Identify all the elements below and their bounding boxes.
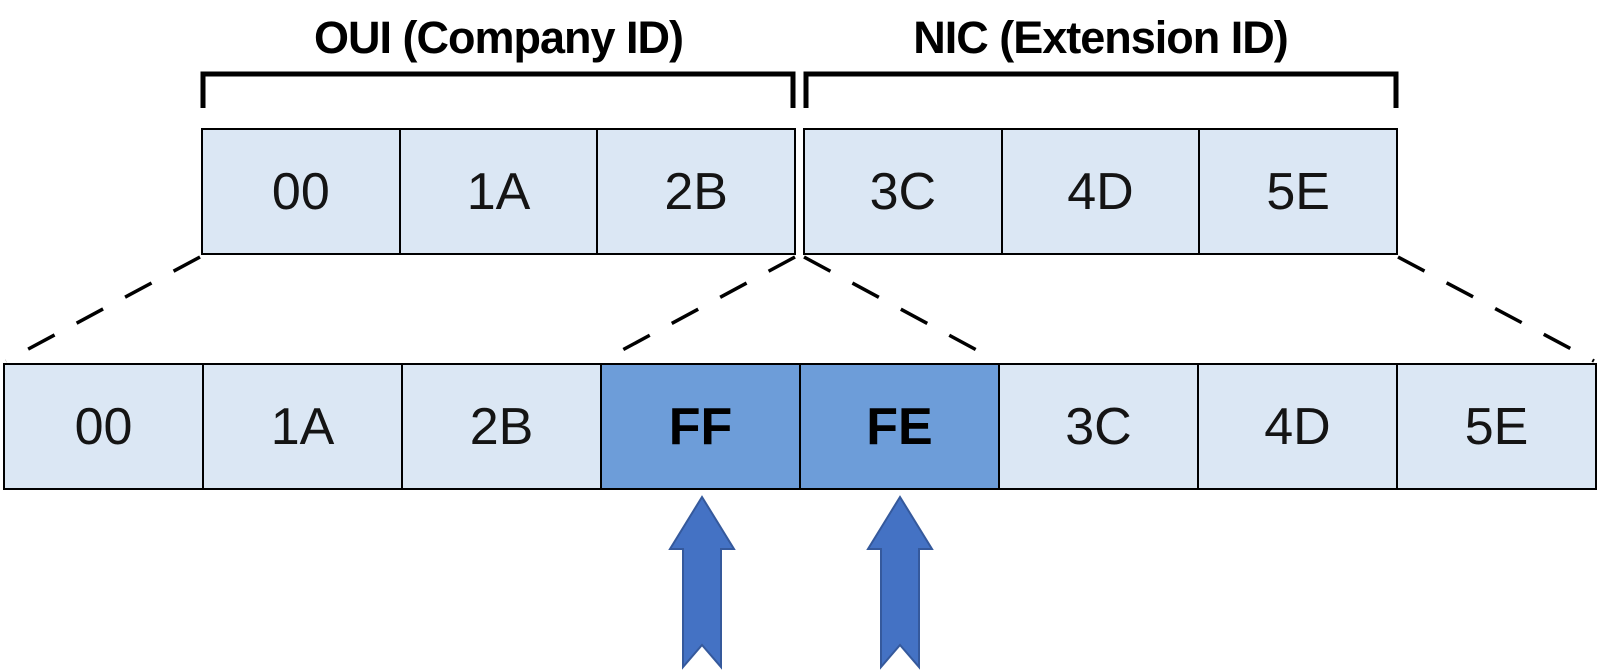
eui64-inserted-fe-cell: FE bbox=[799, 365, 998, 488]
oui-label: OUI (Company ID) bbox=[313, 12, 684, 63]
eui64-byte-cell: 4D bbox=[1197, 365, 1396, 488]
eui64-byte-cell: 00 bbox=[5, 365, 202, 488]
mac-oui-block: 00 1A 2B bbox=[201, 128, 796, 255]
mac-byte-cell: 00 bbox=[203, 130, 399, 253]
mac-byte-cell: 3C bbox=[805, 130, 1001, 253]
mac-byte-cell: 1A bbox=[398, 130, 597, 253]
eui64-byte-cell: 2B bbox=[401, 365, 600, 488]
eui64-block: 00 1A 2B FF FE 3C 4D 5E bbox=[3, 363, 1597, 490]
mac-byte-cell: 4D bbox=[1000, 130, 1199, 253]
eui64-byte-cell: 1A bbox=[202, 365, 401, 488]
eui64-inserted-ff-cell: FF bbox=[600, 365, 799, 488]
mac-nic-block: 3C 4D 5E bbox=[803, 128, 1398, 255]
oui-bracket bbox=[200, 71, 796, 108]
dashed-connector-right-outer bbox=[1397, 255, 1595, 363]
mac-byte-cell: 2B bbox=[596, 130, 795, 253]
eui64-byte-cell: 3C bbox=[998, 365, 1197, 488]
dashed-connector-right-inner bbox=[803, 255, 998, 363]
eui64-byte-cell: 5E bbox=[1396, 365, 1595, 488]
nic-bracket bbox=[803, 71, 1399, 108]
up-arrow-fe-icon bbox=[866, 495, 934, 670]
up-arrow-ff-icon bbox=[668, 495, 736, 670]
dashed-connector-left-inner bbox=[601, 255, 796, 363]
nic-label: NIC (Extension ID) bbox=[913, 12, 1289, 63]
dashed-connector-left-outer bbox=[5, 255, 201, 363]
mac-byte-cell: 5E bbox=[1198, 130, 1397, 253]
